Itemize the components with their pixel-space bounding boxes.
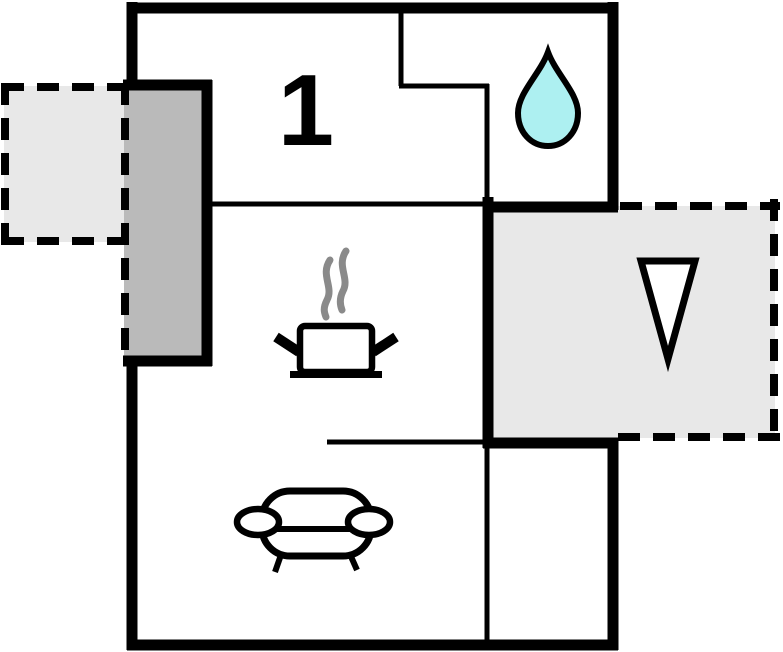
pot-body <box>296 322 376 376</box>
water-drop-shape <box>514 43 582 150</box>
area-left-terrace <box>4 86 125 242</box>
sofa-armrest-left <box>233 505 283 539</box>
cooking-pot-icon <box>273 247 399 378</box>
water-drop-icon <box>514 43 582 150</box>
entrance-triangle-icon <box>636 257 700 373</box>
area-right-terrace <box>493 206 775 438</box>
sofa-armrest-right <box>344 505 394 539</box>
steam-line <box>320 256 334 321</box>
area-entry-hall <box>124 88 208 362</box>
sofa-icon <box>233 487 394 573</box>
steam-line <box>336 247 350 314</box>
entrance-triangle-shape <box>636 257 700 373</box>
pot-handle-right <box>370 332 399 357</box>
area-fills <box>4 86 775 438</box>
dashed-walls <box>1 83 780 441</box>
pot-handle-left <box>273 332 302 357</box>
outer-walls <box>123 2 619 651</box>
inner-walls <box>205 8 490 645</box>
room1-label: 1 <box>278 55 334 167</box>
